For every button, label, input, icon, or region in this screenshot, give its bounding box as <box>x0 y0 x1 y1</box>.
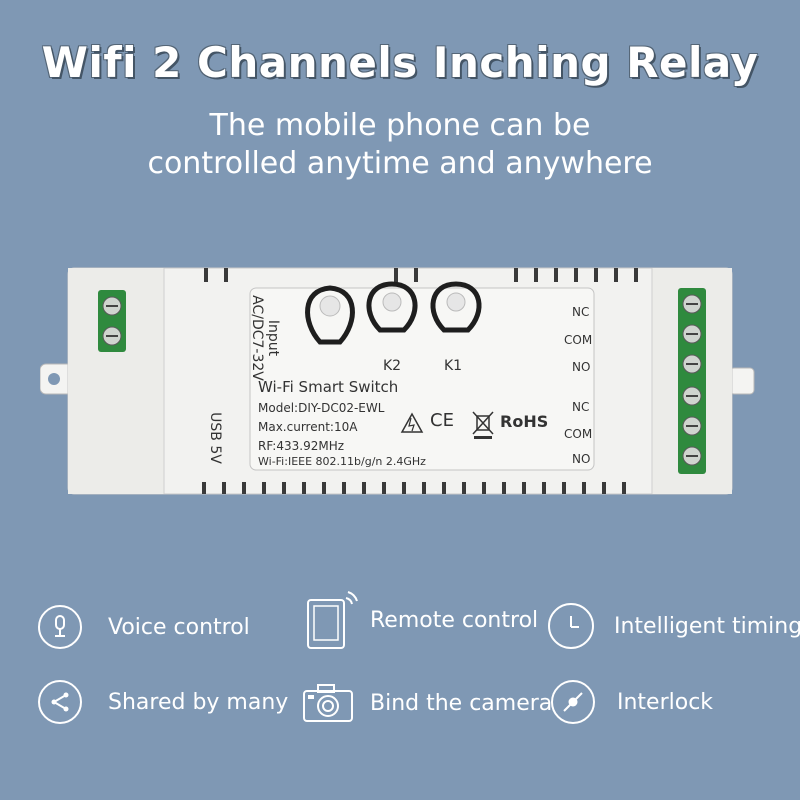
input-voltage-value: AC/DC7-32V <box>249 295 265 381</box>
subtitle-line-1: The mobile phone can be <box>209 108 591 143</box>
camera-icon <box>302 683 354 723</box>
clock-icon <box>548 603 594 649</box>
feature-remote-control: Remote control <box>306 590 538 650</box>
rohs-mark: RoHS <box>500 412 549 431</box>
feature-bind-camera: Bind the camera <box>302 683 552 723</box>
terminal-no-2: NO <box>572 452 591 466</box>
feature-label: Voice control <box>108 614 250 640</box>
feature-label: Remote control <box>370 607 539 633</box>
terminal-nc-2: NC <box>572 400 590 414</box>
share-icon <box>38 680 82 724</box>
usb-label: USB 5V <box>207 412 223 464</box>
feature-label: Bind the camera <box>370 690 553 716</box>
relay-device-image <box>40 260 760 500</box>
terminal-com-1: COM <box>564 333 593 347</box>
button-k2-label: K2 <box>383 358 402 374</box>
tablet-wifi-icon <box>306 590 358 650</box>
device-name: Wi-Fi Smart Switch <box>258 378 399 396</box>
terminal-com-2: COM <box>564 427 593 441</box>
terminal-nc-1: NC <box>572 305 590 319</box>
device-max-current: Max.current:10A <box>258 420 358 434</box>
feature-label: Intelligent timing <box>614 613 800 639</box>
feature-voice-control: Voice control <box>38 605 250 649</box>
device-model: Model:DIY-DC02-EWL <box>258 401 385 415</box>
interlock-icon <box>551 680 595 724</box>
feature-label: Interlock <box>617 689 714 715</box>
device-wifi-spec: Wi-Fi:IEEE 802.11b/g/n 2.4GHz <box>258 455 426 468</box>
feature-label: Shared by many <box>108 689 289 715</box>
feature-shared-by-many: Shared by many <box>38 680 288 724</box>
device-rf: RF:433.92MHz <box>258 439 345 453</box>
subtitle-line-2: controlled anytime and anywhere <box>147 146 653 181</box>
input-label: Input <box>265 319 281 357</box>
terminal-no-1: NO <box>572 360 591 374</box>
microphone-icon <box>38 605 82 649</box>
button-k1-label: K1 <box>444 358 463 374</box>
feature-intelligent-timing: Intelligent timing <box>548 603 800 649</box>
feature-interlock: Interlock <box>551 680 713 724</box>
ce-mark: CE <box>430 410 454 431</box>
page-title: Wifi 2 Channels Inching Relay <box>41 38 759 87</box>
